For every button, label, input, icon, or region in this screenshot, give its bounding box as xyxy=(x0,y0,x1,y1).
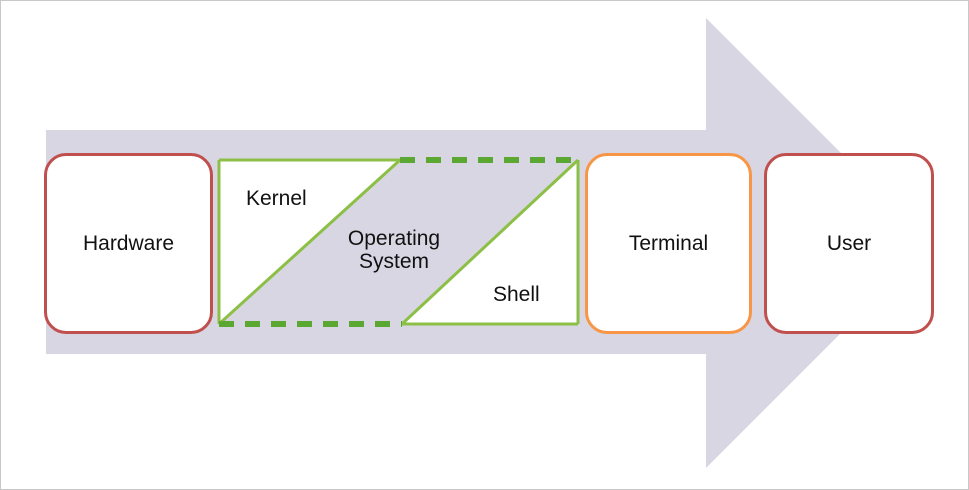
terminal-label: Terminal xyxy=(628,231,709,255)
hardware-label: Hardware xyxy=(82,231,175,255)
shell-diagonal xyxy=(400,158,580,326)
hardware-node: Hardware xyxy=(44,153,213,334)
terminal-node: Terminal xyxy=(585,153,752,334)
kernel-diagonal xyxy=(217,158,402,326)
shell-label: Shell xyxy=(493,283,540,306)
user-label: User xyxy=(826,231,872,255)
kernel-label: Kernel xyxy=(246,187,307,210)
user-node: User xyxy=(764,153,934,334)
operating-system-node xyxy=(217,157,580,327)
